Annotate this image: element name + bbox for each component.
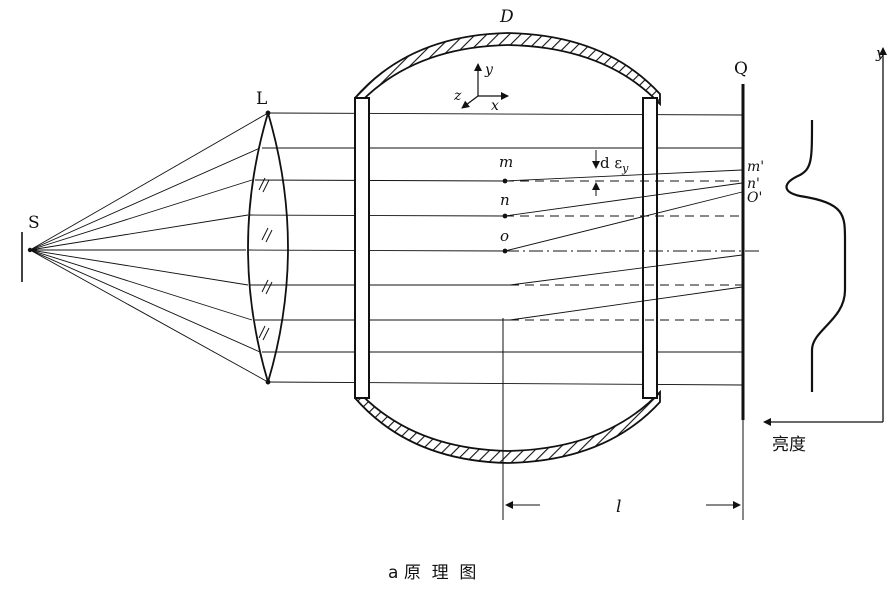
axis-z-label: z (453, 88, 462, 104)
test-chamber: D (354, 7, 661, 464)
diverging-rays (29, 112, 269, 383)
point-m-label: m (499, 153, 513, 171)
brightness-axis (763, 47, 887, 426)
brightness-label: 亮度 (772, 435, 806, 455)
deflection-label: d εy (600, 154, 629, 175)
distance-dimension (502, 318, 744, 520)
point-o-label: o (500, 227, 509, 245)
screen: Q (734, 59, 748, 420)
image-m-label: m' (747, 159, 764, 175)
source-label: S (28, 213, 40, 233)
image-o-label: O' (747, 190, 762, 206)
right-axis-y-label: y (875, 44, 885, 62)
point-n-label: n (500, 191, 510, 209)
lens-label: L (256, 89, 267, 109)
brightness-curve (785, 119, 847, 392)
lens: L (247, 89, 289, 386)
figure-caption: a 原 理 图 (388, 563, 476, 583)
parallel-rays (247, 112, 743, 386)
axis-y-label: y (484, 62, 494, 78)
undeflected-rays (505, 180, 742, 321)
distance-label: l (616, 497, 621, 517)
chamber-label: D (499, 7, 514, 27)
image-n-label: n' (747, 176, 760, 192)
screen-label: Q (734, 59, 748, 79)
axis-x-label: x (491, 98, 499, 114)
deflected-rays (504, 169, 743, 321)
coordinate-axes (461, 63, 509, 109)
